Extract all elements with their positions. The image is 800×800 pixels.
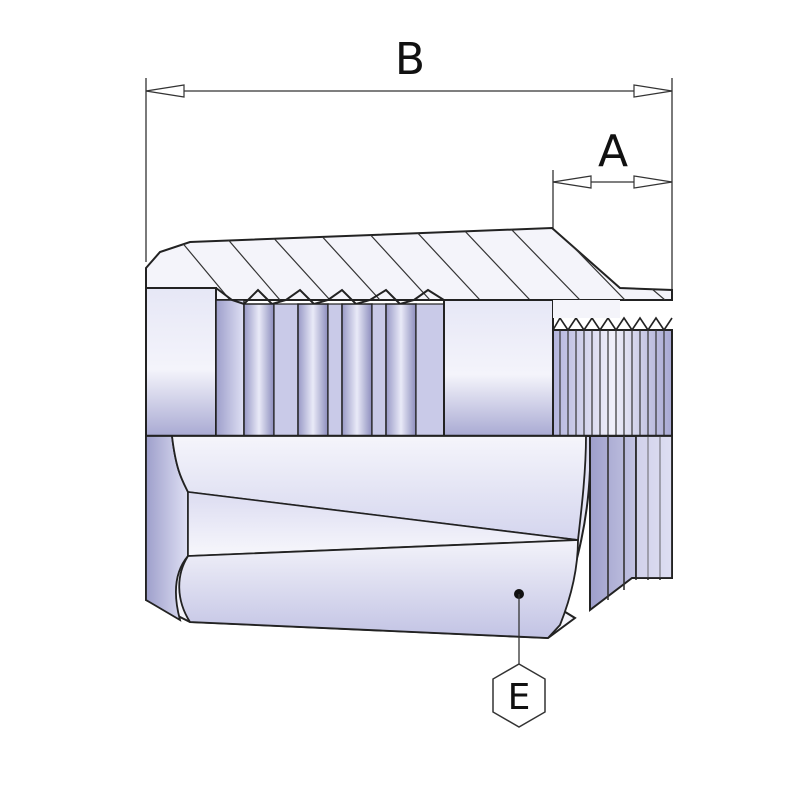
exterior-view <box>145 434 673 640</box>
callout-e: E <box>492 589 546 728</box>
dimension-label-b: B <box>395 34 425 85</box>
callout-hexagon <box>492 663 546 728</box>
bore-left <box>145 287 217 437</box>
hex-flat-lower <box>178 539 579 639</box>
section-wall <box>145 226 673 301</box>
thread-exterior-band <box>635 435 673 579</box>
arrowhead-a-left <box>552 175 592 189</box>
internal-grooves <box>215 287 445 437</box>
section-view <box>145 226 673 437</box>
bore-middle <box>443 299 554 437</box>
dimension-b: B <box>145 34 673 292</box>
arrowhead-b-left <box>145 84 185 98</box>
dimension-a: A <box>552 126 673 288</box>
callout-label-e: E <box>508 677 531 718</box>
section-hatching <box>179 228 666 300</box>
arrowhead-b-right <box>633 84 673 98</box>
hex-flat-upper <box>170 435 587 542</box>
bore-shoulder <box>215 299 245 437</box>
external-thread <box>552 300 673 437</box>
dimension-label-a: A <box>598 126 628 177</box>
arrowhead-a-right <box>633 175 673 189</box>
